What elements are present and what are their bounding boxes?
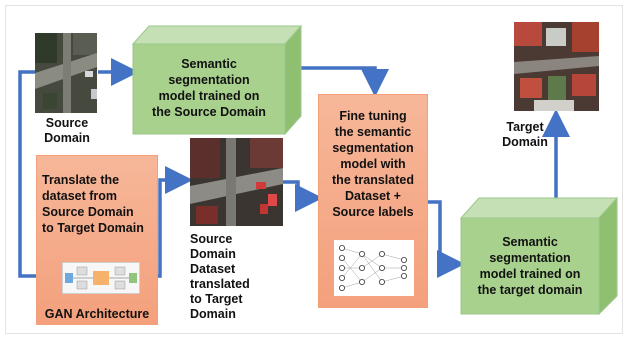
translate-box <box>36 155 158 325</box>
figure-border <box>5 5 623 334</box>
translated-dataset-label: Source Domain Dataset translated to Targ… <box>190 232 250 321</box>
arrow-translated-to-finetune <box>283 180 323 212</box>
gan-architecture-label: GAN Architecture <box>44 307 150 321</box>
source-domain-label: Source Domain <box>44 116 90 145</box>
neural-network-icon <box>334 240 414 296</box>
fine-tuning-text: Fine tuning the semantic segmentation mo… <box>332 109 414 219</box>
model-target-text: Semantic segmentation model trained on t… <box>477 235 583 297</box>
target-domain-label: Target Domain <box>502 120 548 149</box>
gan-diagram <box>62 262 140 294</box>
translated-dataset-image <box>190 138 283 226</box>
translate-text: Translate the dataset from Source Domain… <box>42 173 144 235</box>
arrow-finetune-to-model-target <box>428 200 465 278</box>
arrow-model-to-finetune <box>300 66 389 97</box>
model-source-text: Semantic segmentation model trained on t… <box>152 57 266 119</box>
target-domain-image <box>514 22 599 111</box>
source-domain-image <box>35 33 97 113</box>
